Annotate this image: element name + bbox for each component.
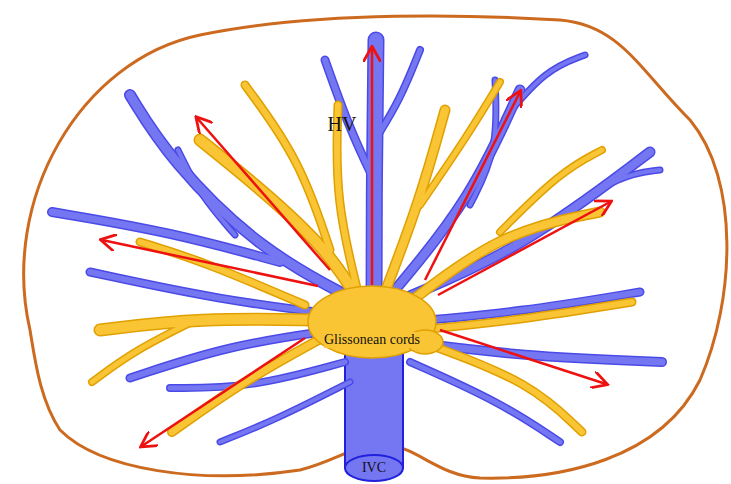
flow-arrow bbox=[197, 118, 330, 270]
branch-outline bbox=[245, 85, 330, 250]
branch bbox=[92, 318, 200, 382]
branch-outline bbox=[420, 302, 632, 330]
flow-arrow bbox=[371, 48, 374, 285]
hepatic-veins bbox=[52, 40, 662, 442]
branch bbox=[140, 242, 305, 305]
branch bbox=[382, 110, 445, 300]
flow-arrow bbox=[142, 338, 305, 446]
flow-arrow bbox=[440, 330, 606, 384]
branch bbox=[565, 170, 660, 212]
branch-outline bbox=[140, 242, 305, 305]
branch-outline bbox=[505, 55, 585, 118]
vessel-label-box: IVC bbox=[359, 458, 389, 477]
hilum-blob bbox=[308, 286, 436, 358]
vein-label: HV bbox=[328, 113, 357, 135]
branch-outline bbox=[325, 60, 374, 180]
branch-outline bbox=[430, 345, 582, 432]
flow-arrow bbox=[102, 240, 318, 286]
branch bbox=[375, 50, 420, 140]
flow-arrows bbox=[102, 48, 610, 446]
vessel-name: IVC bbox=[359, 460, 389, 475]
branch-outline bbox=[100, 319, 320, 330]
branch bbox=[420, 302, 632, 330]
branch bbox=[172, 338, 322, 432]
branch bbox=[500, 150, 602, 232]
flow-arrow bbox=[425, 92, 520, 280]
branch-outline bbox=[410, 362, 560, 442]
liver-outline bbox=[24, 16, 727, 478]
branch bbox=[430, 345, 582, 432]
branch bbox=[100, 319, 320, 330]
branch bbox=[420, 82, 500, 205]
branch bbox=[325, 60, 374, 180]
branch bbox=[245, 85, 330, 250]
structure-label: Glissonean cords bbox=[324, 332, 420, 347]
branch-outline bbox=[172, 338, 322, 432]
flow-arrow bbox=[438, 202, 610, 295]
branch-outline bbox=[382, 110, 445, 300]
glissonean-cords bbox=[92, 82, 632, 432]
branch bbox=[410, 362, 560, 442]
branch bbox=[505, 55, 585, 118]
